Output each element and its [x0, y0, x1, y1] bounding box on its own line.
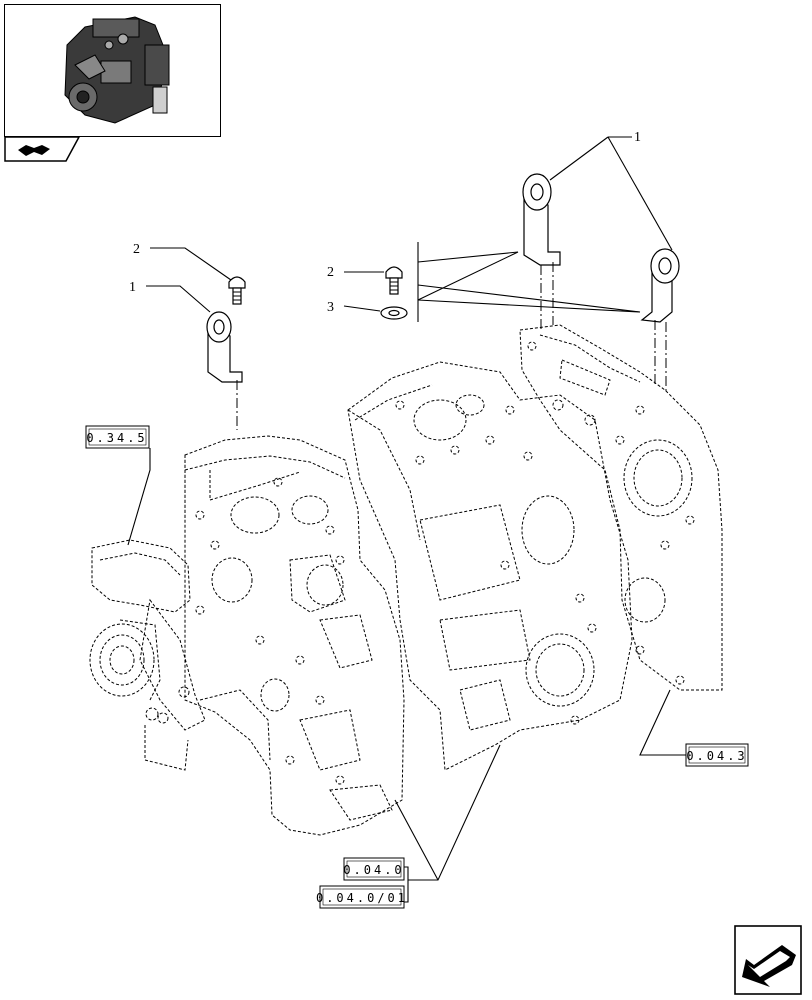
- callout-left-2: 2: [133, 242, 140, 257]
- rear-cover-plate: [519, 324, 723, 691]
- back-arrow-icon[interactable]: [734, 925, 804, 997]
- engine-thumbnail: [4, 4, 221, 137]
- leader-lines: [127, 136, 686, 903]
- ref-box-0-04-3[interactable]: 0.04.3: [685, 743, 749, 767]
- right-lifting-eye-b: [640, 248, 680, 392]
- ref-label-0-34-5: 0.34.5: [86, 431, 147, 445]
- ref-box-0-04-0-01[interactable]: 0.04.0/01: [316, 885, 408, 909]
- callout-top-1: 1: [634, 130, 641, 145]
- callout-left-1: 1: [129, 280, 136, 295]
- ref-label-0-04-0-01: 0.04.0/01: [316, 891, 408, 905]
- callout-mid-2: 2: [327, 265, 334, 280]
- left-engine-block: [184, 435, 405, 836]
- right-lifting-eye-a: [522, 173, 561, 330]
- left-lifting-eye: [206, 311, 243, 430]
- right-engine-block: [347, 361, 633, 771]
- ref-box-0-04-0[interactable]: 0.04.0: [343, 857, 405, 881]
- front-housing: [89, 539, 206, 771]
- book-section-icon[interactable]: [4, 136, 80, 162]
- callout-mid-3: 3: [327, 300, 334, 315]
- left-bolt: [228, 276, 246, 305]
- mid-bolt: [385, 266, 403, 295]
- ref-label-0-04-3: 0.04.3: [686, 749, 747, 763]
- ref-box-0-34-5[interactable]: 0.34.5: [85, 425, 150, 449]
- washer: [380, 306, 408, 320]
- ref-label-0-04-0: 0.04.0: [343, 863, 404, 877]
- engine-thumbnail-icon: [64, 16, 170, 124]
